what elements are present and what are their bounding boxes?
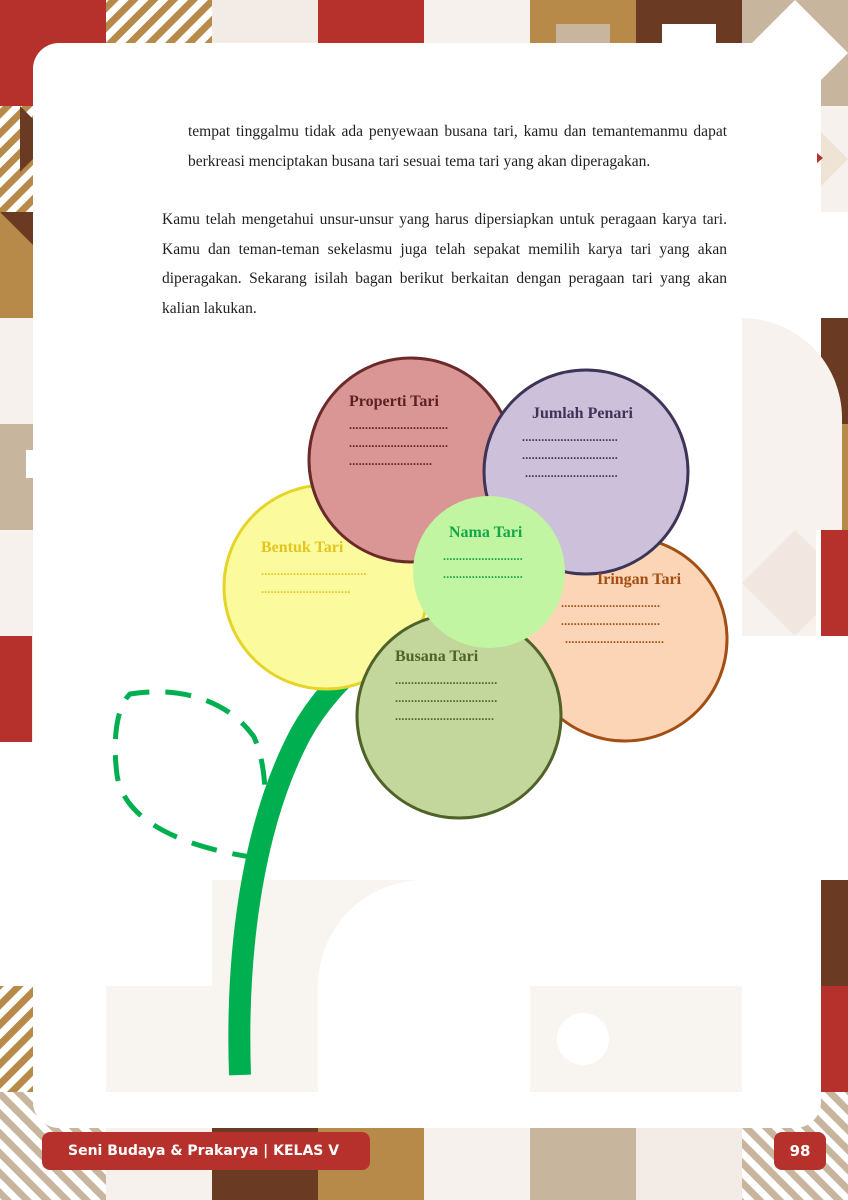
dots-bentuk-tari: ................................. ......…: [261, 564, 367, 596]
dots-busana-tari: ................................ .......…: [395, 673, 498, 723]
label-bentuk-tari: Bentuk Tari: [261, 539, 344, 556]
dots-jumlah-penari: .............................. .........…: [522, 430, 618, 480]
label-iringan-tari: Iringan Tari: [597, 571, 682, 588]
dots-properti-tari: ............................... ........…: [349, 418, 449, 468]
dashed-leaf-outline: [112, 689, 268, 861]
page-number: 98: [774, 1132, 826, 1170]
petal-nama-tari: [413, 496, 565, 648]
dots-iringan-tari: ............................... ........…: [561, 596, 665, 646]
label-busana-tari: Busana Tari: [395, 648, 479, 665]
book-title-footer: Seni Budaya & Prakarya | KELAS V: [42, 1132, 370, 1170]
paragraph-continuation: tempat tinggalmu tidak ada penyewaan bus…: [188, 123, 727, 170]
paragraph-instructions: Kamu telah mengetahui unsur-unsur yang h…: [162, 211, 727, 317]
flower-stem: [228, 651, 370, 1076]
label-properti-tari: Properti Tari: [349, 393, 439, 410]
dots-nama-tari: ......................... ..............…: [443, 549, 523, 581]
label-nama-tari: Nama Tari: [449, 524, 523, 541]
side-arrow-icon: [817, 153, 823, 163]
label-jumlah-penari: Jumlah Penari: [532, 405, 633, 422]
